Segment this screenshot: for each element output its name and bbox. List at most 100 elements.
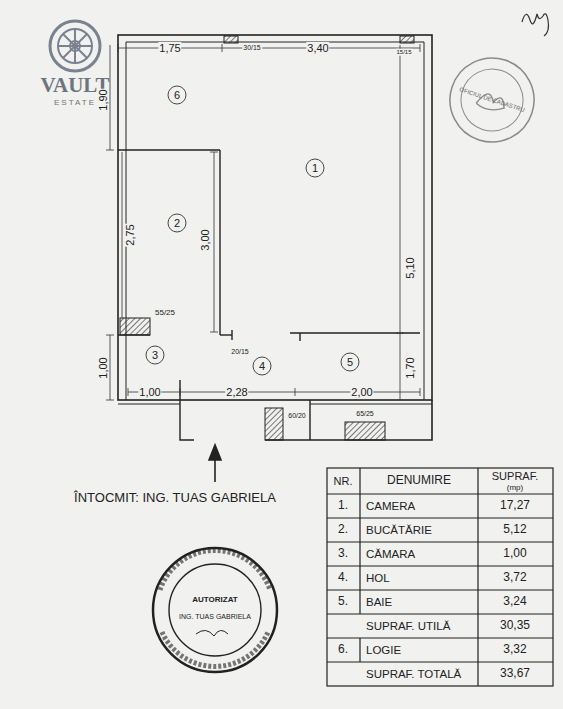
area-table — [327, 541, 553, 542]
column-size: 15/15 — [395, 49, 412, 56]
area-table — [327, 493, 553, 494]
table-header: NR. — [334, 475, 353, 487]
engineer-stamp — [160, 550, 270, 590]
engineer-stamp — [153, 548, 277, 672]
area-table — [327, 613, 553, 614]
table-header: DENUMIRE — [387, 474, 451, 487]
entrance-arrow — [209, 445, 221, 460]
area-table — [327, 468, 553, 686]
dimension-lines — [180, 388, 181, 396]
room-number-circle — [146, 346, 164, 364]
column-size: 60/20 — [287, 412, 307, 420]
column-hatch — [265, 408, 283, 440]
walls — [309, 400, 310, 440]
dimension-lines — [214, 152, 215, 332]
dimension-lines — [295, 388, 296, 396]
table-cell: 3,32 — [503, 643, 526, 656]
dimension-lines — [106, 335, 114, 336]
cadastre-stamp — [439, 47, 545, 153]
walls — [180, 400, 194, 440]
walls — [179, 380, 180, 400]
entrance-arrow — [209, 445, 221, 482]
area-table — [327, 565, 553, 566]
walls — [118, 149, 220, 150]
dimension: 2,28 — [225, 386, 248, 398]
room-number: 5 — [347, 356, 353, 368]
table-header: SUPRAF. — [492, 470, 538, 482]
room-number-circle — [306, 159, 324, 177]
table-cell: 30,35 — [500, 619, 530, 632]
walls — [220, 334, 232, 335]
walls — [118, 35, 432, 440]
dimension-lines — [122, 152, 123, 318]
area-table — [359, 468, 360, 614]
room-number-circle — [168, 214, 186, 232]
room-number: 6 — [174, 89, 180, 101]
room-number-circle — [341, 353, 359, 371]
area-table — [327, 468, 553, 686]
dimension-lines — [420, 44, 421, 52]
column-size: 20/15 — [230, 348, 250, 356]
walls — [265, 400, 432, 440]
table-cell: 4. — [338, 571, 348, 584]
walls — [126, 42, 424, 400]
dimension: 1,00 — [138, 386, 161, 398]
walls — [310, 404, 432, 405]
engineer-stamp — [153, 548, 277, 672]
area-table — [327, 517, 553, 518]
dimension-lines — [210, 332, 218, 333]
table-cell: 3,72 — [503, 571, 526, 584]
table-cell: SUPRAF. TOTALĂ — [366, 668, 461, 681]
walls — [118, 35, 432, 400]
column-hatch — [400, 36, 414, 43]
column-hatch — [345, 422, 385, 440]
dimension: 1,90 — [97, 88, 109, 111]
room-number-circle — [146, 86, 359, 375]
walls — [290, 332, 420, 333]
logo-emblem — [50, 21, 100, 71]
dimension-lines — [128, 388, 129, 396]
dimension-lines — [396, 333, 404, 334]
table-cell: LOGIE — [366, 644, 401, 657]
table-cell: 3. — [338, 547, 348, 560]
table-cell: HOL — [366, 572, 390, 585]
cadastre-stamp — [439, 47, 545, 153]
walls — [219, 150, 220, 335]
room-number-circle — [253, 357, 271, 375]
column-size: 55/25 — [154, 309, 176, 318]
engineer-stamp — [162, 632, 268, 666]
cadastre-stamp — [453, 61, 531, 139]
room-number: 1 — [312, 162, 318, 174]
table-cell: 17,27 — [500, 499, 530, 512]
column-hatch — [224, 36, 238, 43]
table-cell: 1,00 — [503, 547, 526, 560]
dimension: 2,00 — [350, 386, 373, 398]
dimension: 1,75 — [158, 42, 181, 54]
engineer-stamp — [169, 564, 261, 656]
column-hatch — [120, 318, 150, 335]
table-cell: CĂMARA — [366, 548, 415, 561]
table-cell: 33,67 — [500, 667, 530, 680]
dimension-lines — [110, 335, 111, 400]
table-cell: 6. — [338, 643, 348, 656]
column-size: 30/15 — [242, 44, 262, 52]
dimension-lines — [106, 44, 420, 400]
walls — [118, 404, 180, 405]
table-cell: 3,24 — [503, 595, 526, 608]
room-number: 2 — [174, 217, 180, 229]
engineer-stamp — [196, 630, 228, 636]
stamp-text: AUTORIZAT — [192, 596, 237, 605]
logo-subtitle: ESTATE — [54, 99, 96, 108]
table-header: (mp) — [507, 484, 523, 493]
area-table — [327, 661, 553, 662]
table-cell: 2. — [338, 523, 348, 536]
room-number-circle — [168, 86, 186, 104]
dimension-lines — [210, 152, 218, 153]
dimension-lines — [400, 45, 401, 400]
dimension-lines — [110, 45, 111, 150]
dimension: 1,00 — [97, 356, 109, 379]
area-table — [327, 637, 553, 638]
dimension: 3,40 — [306, 42, 329, 54]
table-cell: 5,12 — [503, 523, 526, 536]
